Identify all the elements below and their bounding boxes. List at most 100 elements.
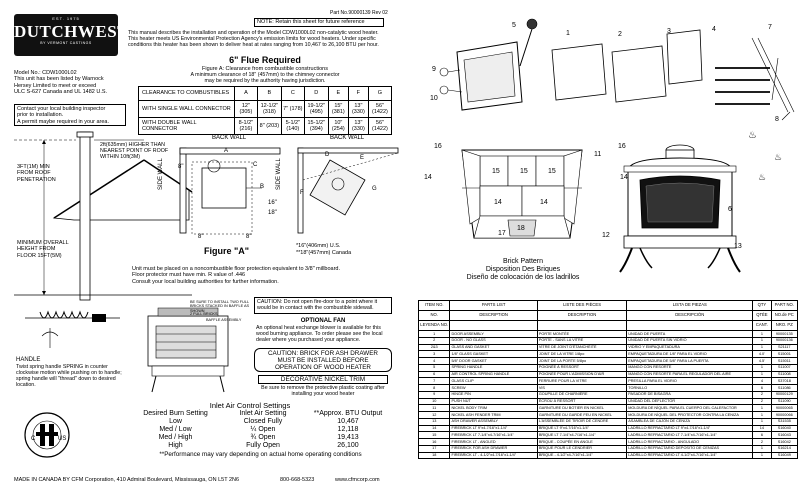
table-cell: S16040	[770, 424, 799, 433]
contact-line-2: prior to installation.	[17, 112, 64, 119]
inlet-row: Med / High ¾ Open 19,413	[128, 434, 393, 442]
caution-open-box: CAUTION: Do not open fire-door to a poin…	[254, 297, 392, 314]
callout-13: 13	[734, 243, 742, 250]
table-cell: ASH DRAWER ASSEMBLY	[449, 417, 538, 426]
brick-label-15a: 15	[492, 168, 500, 175]
table-cell: BRIQUE - 4-1/2"x4-7/16"x1-1/4"	[536, 451, 628, 460]
callout-5: 5	[512, 22, 516, 29]
table-cell: S15011	[770, 357, 799, 365]
clearance-header-label: CLEARANCE TO COMBUSTIBLES	[138, 86, 235, 101]
clearance-cell: 13" (330)	[347, 117, 369, 135]
clearance-cell: 12-1/2" (318)	[256, 100, 282, 118]
brick-pattern-fr: Disposition Des Briques	[485, 266, 561, 274]
parts-subheader	[449, 320, 538, 331]
table-cell: 4.5'	[752, 357, 772, 365]
dim-16: 16"	[268, 200, 277, 206]
parts-header-es: LISTA DE PIEZAS	[626, 300, 754, 311]
min-clear-line-2: may be required by the authority having …	[204, 78, 326, 85]
model-line-4: ULC S-627 Canada and UL 1482 U.S.	[14, 88, 108, 95]
clearance-cell: 19-1/2" (495)	[303, 100, 329, 118]
back-wall-label-2: BACK WALL	[330, 135, 365, 141]
bricks-stacked-note: BE SURE TO INSTALL TWO FULL BRICKS STACK…	[190, 300, 250, 313]
model-number: Model No.: CDW1000L02	[14, 70, 77, 76]
side-wall-label: SIDE WALL	[158, 158, 164, 190]
table-cell: 7	[417, 377, 451, 385]
table-cell: 90000135	[770, 330, 799, 338]
table-cell: S37018	[770, 377, 799, 385]
callout-14-right: 14	[620, 174, 628, 181]
table-cell: 2&3	[417, 343, 451, 352]
table-cell: 17	[417, 444, 451, 453]
table-cell: 90000136	[770, 336, 799, 345]
inlet-row: Med / Low ¼ Open 12,118	[128, 426, 393, 434]
inlet-row: High Fully Open 26,100	[128, 442, 393, 450]
table-cell: LADRILLO REFRACTARIO LT 4-1/2"x4-7/16"x1…	[626, 451, 754, 460]
handle-text-4: location.	[16, 382, 36, 389]
contact-box: Contact your local building inspector pr…	[14, 104, 126, 126]
flame-icon: ♨	[748, 130, 757, 141]
table-cell: LADRILLO REFRACTARIO LT 7-1/4"x4-7/16"x1…	[626, 431, 754, 439]
table-cell: BRIQUE LT 9"x4-7/16"x1-1/4"	[536, 424, 628, 433]
dim-8-bottom-2: 8"	[246, 234, 252, 240]
table-cell: UNIDAD DE PUERTA	[626, 330, 754, 338]
nickel-trim-text: Be sure to remove the protective plastic…	[261, 385, 385, 398]
callout-6: 6	[728, 206, 732, 213]
table-cell: TORNILLO	[626, 384, 754, 392]
table-cell: GARNITURE DU GARDE FEU EN NICKEL	[536, 411, 628, 419]
svg-text:C: C	[31, 436, 36, 442]
clearance-cell: 7" (178)	[280, 100, 305, 118]
table-cell: S15001	[770, 350, 799, 358]
parts-subheader: NO.	[417, 310, 451, 321]
table-cell: UNIDAD DE PUERTA SIN VIDRIO	[626, 336, 754, 345]
brick-label-14b: 14	[540, 199, 548, 206]
clearance-cell: 12" (305)	[234, 100, 258, 118]
callout-1: 1	[566, 30, 570, 37]
table-cell: S11008	[770, 370, 799, 379]
callout-11: 11	[594, 151, 602, 158]
clearance-cell: 8-1/2" (216)	[234, 117, 258, 135]
table-cell: PRESILLA PARA EL VIDRIO	[626, 377, 754, 385]
full-bricks-label: 2 FULL BRICKS	[190, 312, 218, 316]
callout-8: 8	[775, 116, 779, 123]
table-cell: S16049	[770, 451, 799, 460]
inlet-burn: High	[168, 442, 183, 450]
table-cell: PORTE - SANS LA VITRE	[536, 336, 628, 345]
table-cell: 3	[417, 350, 451, 358]
model-line-3: Hersey Limited to meet or exceed	[14, 82, 97, 89]
intro-line-2: This heater meets US Environmental Prote…	[128, 36, 376, 43]
footer-phone: 800-668-5323	[280, 477, 315, 483]
part-number: Part No.90000139 Rev 02	[330, 10, 388, 16]
table-cell: 15	[417, 431, 451, 439]
footer-web[interactable]: www.cfmcorp.com	[335, 477, 380, 483]
model-line-2: This unit has been listed by Warnock	[14, 76, 104, 83]
clearance-header-row: CLEARANCE TO COMBUSTIBLES A B C D E F G	[138, 86, 393, 101]
table-cell: 1	[417, 330, 451, 338]
parts-header-item: ITEM NO.	[417, 300, 451, 311]
clearance-row-label: WITH SINGLE WALL CONNECTOR	[138, 100, 235, 118]
parts-header-fr: LISTE DES PIÈCES	[536, 300, 628, 311]
inlet-col-btu: **Approx. BTU Output	[313, 410, 383, 417]
brick-pattern-caption: Brick Pattern Disposition Des Briques Di…	[438, 258, 608, 282]
inlet-col-air: Inlet Air Setting	[239, 410, 287, 417]
inlet-air: ¾ Open	[250, 434, 276, 442]
brick-pattern-es: Diseño de colocación de los ladrillos	[466, 274, 580, 282]
logo-sub: BY VERMONT CASTINGS	[40, 41, 92, 46]
inlet-burn: Low	[169, 418, 182, 426]
flue-title: 6" Flue Required	[229, 55, 301, 65]
handle-text-2: clockwise motion while pushing on to han…	[16, 370, 122, 377]
table-cell: 90000065	[770, 404, 799, 412]
min-overall-label: MINIMUM OVERALL HEIGHT FROM FLOOR 15FT(5…	[17, 240, 69, 259]
handle-text-1: Twist spring handle SPRING in counter	[16, 364, 108, 370]
table-cell: JOINT DE LA PORTE 5/8po	[536, 357, 628, 365]
